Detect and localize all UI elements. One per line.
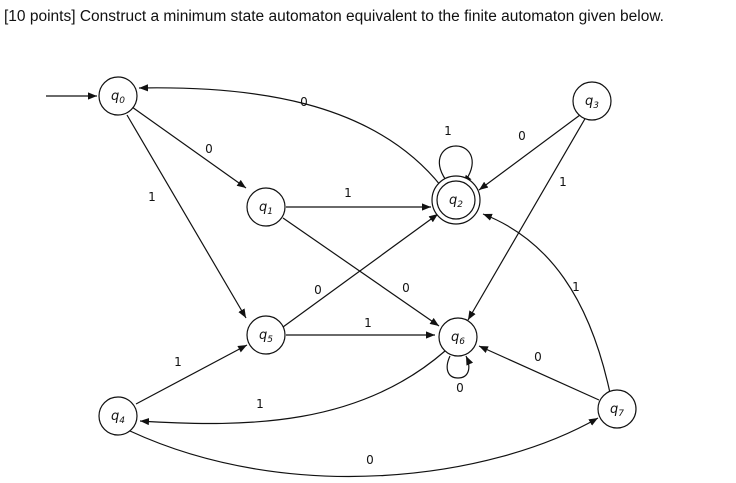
edges — [46, 84, 611, 478]
svg-text:q7: q7 — [610, 402, 624, 419]
edge-label-q4-q5: 1 — [174, 355, 182, 369]
edge-label-q6-loop: 0 — [456, 381, 464, 395]
state-q4: q4 — [98, 396, 138, 436]
edge-q2-q0 — [138, 84, 442, 187]
edge-q0-q1 — [131, 106, 247, 189]
edge-label-q3-q6: 1 — [559, 175, 567, 189]
state-q4-subscript: 4 — [119, 416, 125, 426]
svg-text:q3: q3 — [585, 94, 599, 111]
edge-label-q0-q5: 1 — [148, 190, 156, 204]
edge-q7-q2 — [482, 213, 611, 394]
state-q7-label: q — [610, 402, 618, 417]
state-q5-subscript: 5 — [267, 335, 273, 345]
state-q2: q2 — [431, 175, 481, 225]
svg-text:q5: q5 — [259, 328, 273, 345]
edge-q6-loop — [446, 355, 474, 379]
svg-text:q0: q0 — [111, 89, 125, 106]
state-q1: q1 — [246, 187, 286, 227]
edge-label-q2-q0: 0 — [300, 95, 308, 109]
edge-q4-q5 — [135, 344, 248, 405]
state-q1-subscript: 1 — [267, 207, 273, 217]
state-q6-subscript: 6 — [459, 337, 465, 347]
states: q0 q1 q2 q3 q4 q5 q6 — [98, 76, 637, 436]
edge-q0-q5 — [126, 114, 247, 319]
state-q0-subscript: 0 — [119, 96, 125, 106]
state-q7: q7 — [597, 389, 637, 429]
edge-label-q7-q2: 1 — [572, 280, 580, 294]
state-q0: q0 — [98, 76, 138, 116]
edge-label-q4-q7: 0 — [366, 453, 374, 467]
svg-text:q6: q6 — [451, 330, 465, 347]
edge-q4-q7 — [129, 417, 599, 478]
state-q5: q5 — [246, 315, 286, 355]
edge-label-q6-q4: 1 — [256, 397, 264, 411]
state-q2-label: q — [449, 193, 457, 208]
edge-label-q2-loop: 1 — [444, 124, 452, 138]
edge-q5-q2 — [282, 213, 439, 328]
edge-q2-loop — [438, 145, 473, 185]
edge-label-q0-q1: 0 — [205, 142, 213, 156]
edge-label-q1-q6: 0 — [402, 281, 410, 295]
svg-text:q2: q2 — [449, 193, 463, 210]
edge-q3-q6 — [467, 116, 587, 321]
edge-label-q5-q2: 0 — [314, 283, 322, 297]
edge-q1-q6 — [282, 217, 440, 327]
edge-label-q3-q2: 0 — [518, 129, 526, 143]
state-q2-subscript: 2 — [457, 200, 463, 210]
edge-label-q1-q2: 1 — [344, 186, 352, 200]
state-q3: q3 — [572, 81, 612, 121]
edge-q6-q4 — [139, 350, 446, 426]
state-q6: q6 — [438, 317, 478, 357]
state-q0-label: q — [111, 89, 119, 104]
state-q6-label: q — [451, 330, 459, 345]
state-q5-label: q — [259, 328, 267, 343]
state-q1-label: q — [259, 200, 267, 215]
edge-q3-q2 — [478, 114, 581, 191]
state-q7-subscript: 7 — [618, 409, 624, 419]
state-q3-label: q — [585, 94, 593, 109]
edge-label-q5-q6: 1 — [364, 316, 372, 330]
state-q4-label: q — [111, 409, 119, 424]
edge-q7-q6 — [478, 345, 600, 401]
edge-label-q7-q6: 0 — [534, 350, 542, 364]
edge-labels: 0 1 1 0 1 0 0 1 0 1 1 0 1 0 0 1 — [148, 95, 580, 467]
question-text: [10 points] Construct a minimum state au… — [4, 8, 664, 25]
state-q3-subscript: 3 — [593, 101, 599, 111]
svg-text:q4: q4 — [111, 409, 125, 426]
svg-text:q1: q1 — [259, 200, 273, 217]
